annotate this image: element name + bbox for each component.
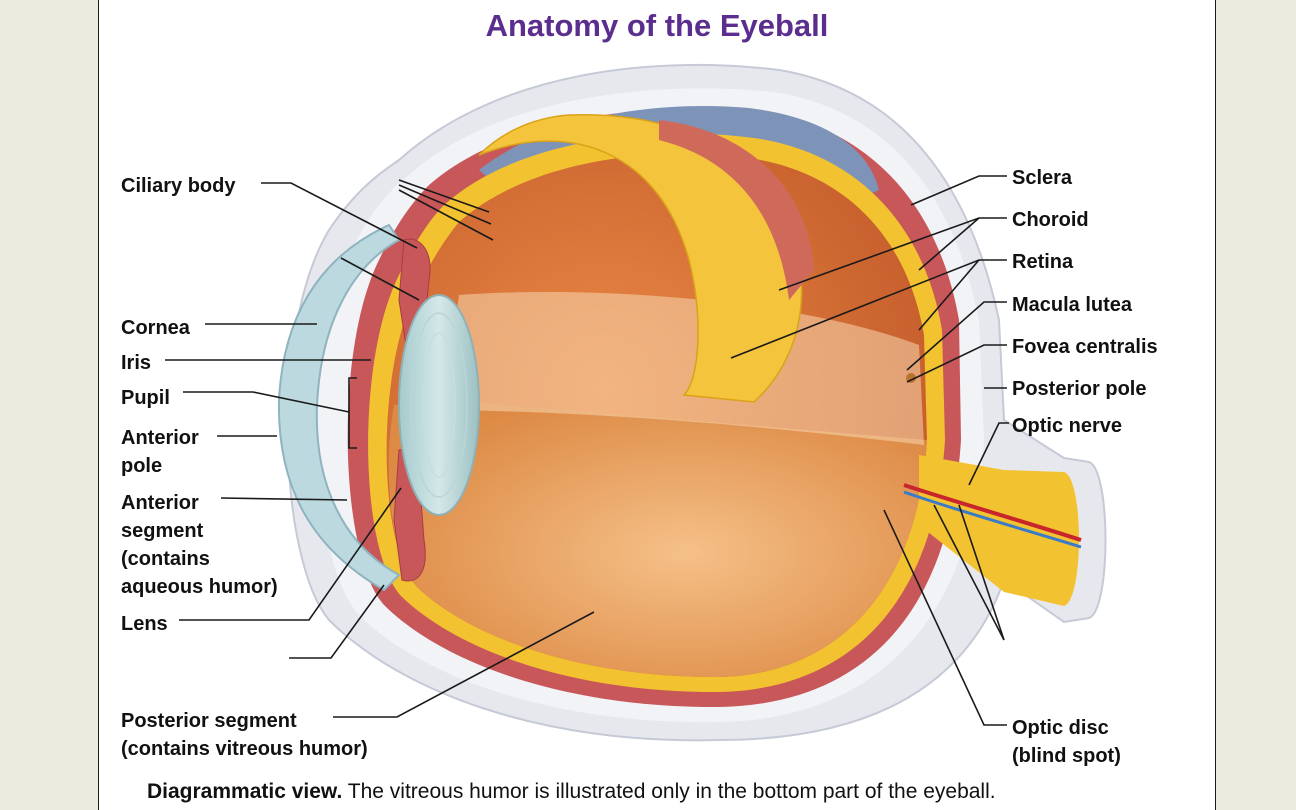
label-ciliary-body: Ciliary body — [121, 175, 236, 197]
optic-nerve-shape — [919, 455, 1079, 606]
label-lens: Lens — [121, 613, 168, 635]
label-pupil: Pupil — [121, 387, 170, 409]
lens-shape — [398, 294, 480, 516]
caption-bold: Diagrammatic view. — [147, 780, 343, 803]
label-sclera: Sclera — [1012, 167, 1073, 189]
label-cornea: Cornea — [121, 317, 190, 339]
label-posterior-pole: Posterior pole — [1012, 378, 1147, 400]
label-retina: Retina — [1012, 251, 1074, 273]
label-macula-lutea: Macula lutea — [1012, 294, 1133, 316]
eyeball-illustration — [165, 63, 1107, 742]
label-optic-nerve: Optic nerve — [1012, 415, 1123, 437]
caption-text: The vitreous humor is illustrated only i… — [342, 780, 996, 803]
label-fovea-centralis: Fovea centralis — [1012, 336, 1158, 358]
label-posterior-segment: Posterior segment (contains vitreous hum… — [121, 710, 368, 760]
label-choroid: Choroid — [1012, 209, 1089, 231]
diagram-canvas: Anatomy of the Eyeball — [98, 0, 1216, 810]
label-anterior-pole: Anterior pole — [121, 427, 199, 477]
page-title: Anatomy of the Eyeball — [485, 8, 829, 43]
vitreous-humor-shape — [388, 400, 927, 678]
label-optic-disc: Optic disc (blind spot) — [1012, 717, 1121, 767]
leader-lines — [165, 179, 595, 718]
label-anterior-segment: Anterior segment (contains aqueous humor… — [121, 492, 278, 598]
figure-caption: Diagrammatic view. The vitreous humor is… — [147, 780, 996, 804]
label-iris: Iris — [121, 352, 152, 374]
